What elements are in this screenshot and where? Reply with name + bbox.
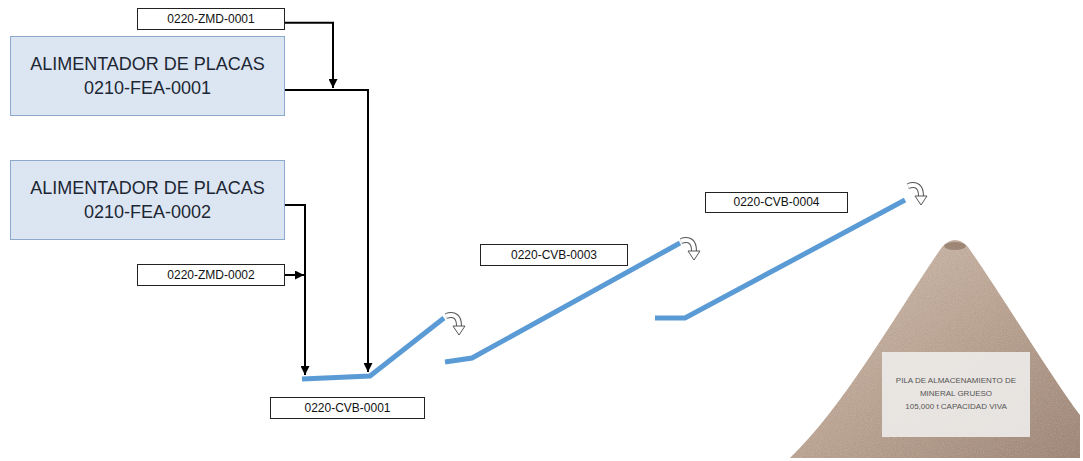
conveyor-tag: 0220-CVB-0001 (270, 397, 425, 419)
tag-text: 0220-CVB-0001 (304, 401, 390, 415)
stockpile-texture (790, 240, 1080, 458)
stockpile-crater (944, 242, 966, 250)
tag-box: 0220-ZMD-0002 (137, 264, 285, 286)
stockpile-text: 105,000 t CAPACIDAD VIVA (905, 401, 1007, 414)
feed-arrow (285, 23, 333, 88)
tag-text: 0220-ZMD-0002 (167, 268, 254, 282)
transfer-arrow (681, 240, 700, 260)
tag-box: 0220-ZMD-0001 (137, 8, 285, 30)
stockpile-text: PILA DE ALMACENAMIENTO DE MINERAL GRUESO (890, 375, 1022, 401)
conveyor-belt (445, 243, 680, 362)
feeder-text: 0210-FEA-0001 (84, 76, 211, 100)
feed-arrow (285, 90, 368, 372)
feeder-text: ALIMENTADOR DE PLACAS (30, 176, 265, 200)
stockpile (790, 240, 1080, 458)
transfer-arrow (908, 185, 927, 205)
feeder-box: ALIMENTADOR DE PLACAS0210-FEA-0002 (10, 160, 285, 240)
tag-text: 0220-CVB-0003 (511, 248, 597, 262)
tag-text: 0220-CVB-0004 (733, 195, 819, 209)
conveyor-tag: 0220-CVB-0004 (705, 192, 848, 213)
feeder-text: ALIMENTADOR DE PLACAS (30, 52, 265, 76)
feeder-box: ALIMENTADOR DE PLACAS0210-FEA-0001 (10, 36, 285, 116)
conveyor-tag: 0220-CVB-0003 (480, 244, 628, 266)
tag-text: 0220-ZMD-0001 (167, 12, 254, 26)
feeder-text: 0210-FEA-0002 (84, 200, 211, 224)
conveyor-belt (655, 200, 905, 318)
feed-arrow (285, 205, 305, 375)
conveyor-belt (302, 318, 444, 379)
feed-arrow (285, 274, 304, 276)
transfer-arrow (446, 315, 465, 335)
stockpile-label: PILA DE ALMACENAMIENTO DE MINERAL GRUESO… (882, 352, 1030, 437)
